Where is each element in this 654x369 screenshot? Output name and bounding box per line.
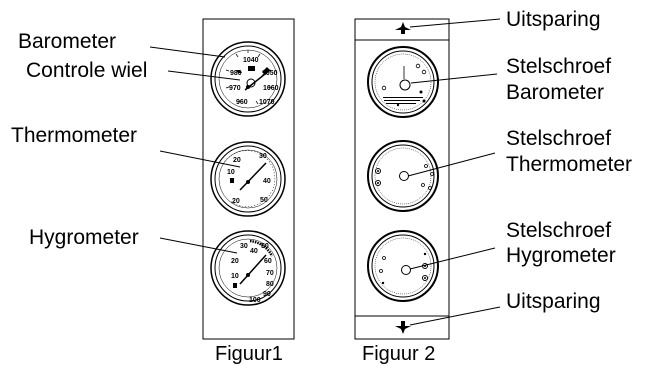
thermometer-tick-40: 40 [263,178,271,185]
thermometer-screw-label-line1: Stelschroef [506,127,611,150]
recess-bottom-leader-line [409,306,501,326]
hygrometer-tick-20: 20 [231,258,239,265]
thermometer-needle [239,162,267,191]
barometer-screw-leader-line [410,73,498,84]
barometer-back [367,46,439,118]
hygrometer-screw-leader-line [409,247,496,270]
thermometer-tick-20-bottom: 20 [232,198,240,205]
hygrometer-tick-60: 60 [264,258,272,265]
recess-top-icon [395,22,411,34]
recess-bottom-icon [395,321,411,334]
thermometer-tick-10: 10 [227,169,235,176]
thermometer-screw-leader-line [407,152,496,177]
thermometer-label: Thermometer [11,124,137,147]
hygrometer-tick-30: 30 [240,243,248,250]
barometer-adjust-screw [399,79,411,91]
hygrometer-label: Hygrometer [29,226,139,249]
hygrometer-screw-label-line2: Hygrometer [506,244,616,267]
control-wheel [246,78,256,88]
barometer-leader-line [149,46,226,58]
hygrometer-tick-90: 90 [263,291,271,298]
thermometer-tick-20-top: 20 [233,157,241,164]
barometer-screw-label-line2: Barometer [506,81,604,104]
figure2-caption: Figuur 2 [362,343,435,365]
thermometer-tick-50: 50 [260,197,268,204]
barometer-tick-970: 970 [229,85,241,92]
hygrometer-adjust-screw [401,265,411,275]
thermometer-leader-line [159,150,241,168]
barometer-tick-960: 960 [236,99,248,106]
barometer-tick-1060: 1060 [263,85,279,92]
barometer-label: Barometer [18,30,116,53]
thermometer-symbol-icon [230,178,234,183]
hygrometer-screw-label-line1: Stelschroef [506,219,611,242]
barometer-tick-1070: 1070 [259,99,275,106]
hygrometer-tick-80: 80 [266,281,274,288]
hygrometer-tick-10: 10 [231,273,239,280]
thermometer-adjust-screw [399,171,409,181]
figure1: 1040 980 1050 970 1060 960 1070 30 20 1 [11,18,295,365]
control-wheel-leader-line [167,70,241,81]
sun-icon [248,66,255,71]
figure1-caption: Figuur1 [215,343,283,365]
hygrometer-tick-100: 100 [249,297,261,304]
barometer-screw-label-line1: Stelschroef [506,55,611,78]
recess-bottom-label: Uitsparing [506,290,601,313]
thermometer-tick-30: 30 [259,153,267,160]
thermometer-back [367,140,439,212]
hygrometer-back [367,230,439,302]
rain-icon [236,70,242,73]
hygrometer-tick-70: 70 [266,270,274,277]
recess-top-label: Uitsparing [506,8,601,31]
hygrometer-needle [239,254,267,285]
barometer-tick-1050: 1050 [262,70,278,77]
barometer-tick-980: 980 [230,70,242,77]
recess-top-leader-line [409,18,501,28]
hygrometer-gauge: 30 50 40 20 60 10 70 80 90 100 [210,230,286,306]
thermometer-gauge: 30 20 10 40 20 50 [210,141,286,217]
hygrometer-leader-line [159,237,238,254]
barometer-gauge: 1040 980 1050 970 1060 960 1070 [210,41,286,117]
barometer-tick-1040: 1040 [243,57,259,64]
control-wheel-label: Controle wiel [26,59,147,82]
figure2: Uitsparing Stelschroef Barometer Stelsch… [354,8,632,365]
hygrometer-tick-50: 50 [261,243,269,250]
cloud-icon [262,67,270,75]
hygrometer-symbol-icon [233,283,237,288]
hygrometer-tick-40: 40 [250,248,258,255]
thermometer-screw-label-line2: Thermometer [506,153,632,176]
